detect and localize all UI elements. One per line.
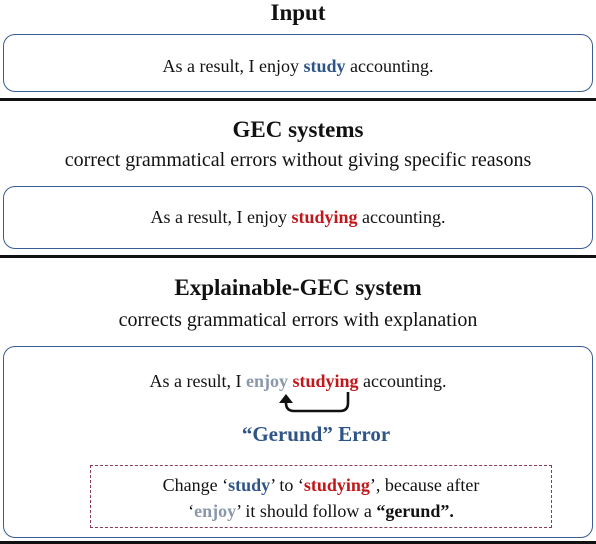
section-divider-3 <box>0 541 596 544</box>
explanation-text: ’, because after <box>369 475 480 495</box>
explainable-subtitle: corrects grammatical errors with explana… <box>118 309 478 331</box>
explanation-text: Change ‘ <box>162 475 229 495</box>
explanation-grammar-term: “gerund”. <box>376 501 454 521</box>
evidence-word: enjoy <box>245 371 288 391</box>
gec-heading: GEC systems <box>232 117 364 142</box>
gec-box <box>3 186 593 249</box>
explainable-sentence-before: As a result, I <box>149 371 246 391</box>
error-type-label: “Gerund” Error <box>241 422 391 446</box>
input-box <box>3 34 593 92</box>
section-divider-1 <box>0 98 596 101</box>
gec-sentence-after: accounting. <box>357 207 446 227</box>
gec-sentence: As a result, I enjoy studying accounting… <box>0 206 596 228</box>
explainable-corrected-word: studying <box>292 371 359 391</box>
explanation-original-word: study <box>228 475 271 495</box>
gec-subtitle: correct grammatical errors without givin… <box>64 149 532 171</box>
explanation-line-2: ‘enjoy’ it should follow a “gerund”. <box>90 500 552 522</box>
input-sentence: As a result, I enjoy study accounting. <box>0 55 596 77</box>
input-sentence-before: As a result, I enjoy <box>162 56 304 76</box>
input-sentence-after: accounting. <box>345 56 434 76</box>
explainable-box <box>3 346 593 538</box>
explanation-text: ’ it should follow a <box>236 501 377 521</box>
input-heading: Input <box>270 0 326 25</box>
section-divider-2 <box>0 255 596 258</box>
curved-arrow-icon <box>279 392 350 413</box>
gec-corrected-word: studying <box>291 207 358 227</box>
gec-sentence-before: As a result, I enjoy <box>150 207 292 227</box>
input-erroneous-word: study <box>303 56 346 76</box>
explainable-sentence: As a result, I enjoy studying accounting… <box>0 370 596 392</box>
explanation-box <box>90 465 552 528</box>
explanation-evidence-word: enjoy <box>194 501 237 521</box>
explanation-corrected-word: studying <box>303 475 370 495</box>
explainable-sentence-after: accounting. <box>358 371 447 391</box>
explanation-line-1: Change ‘study’ to ‘studying’, because af… <box>90 474 552 496</box>
explainable-heading: Explainable-GEC system <box>174 275 422 300</box>
explanation-text: ‘ <box>188 501 195 521</box>
explanation-text: ’ to ‘ <box>270 475 304 495</box>
